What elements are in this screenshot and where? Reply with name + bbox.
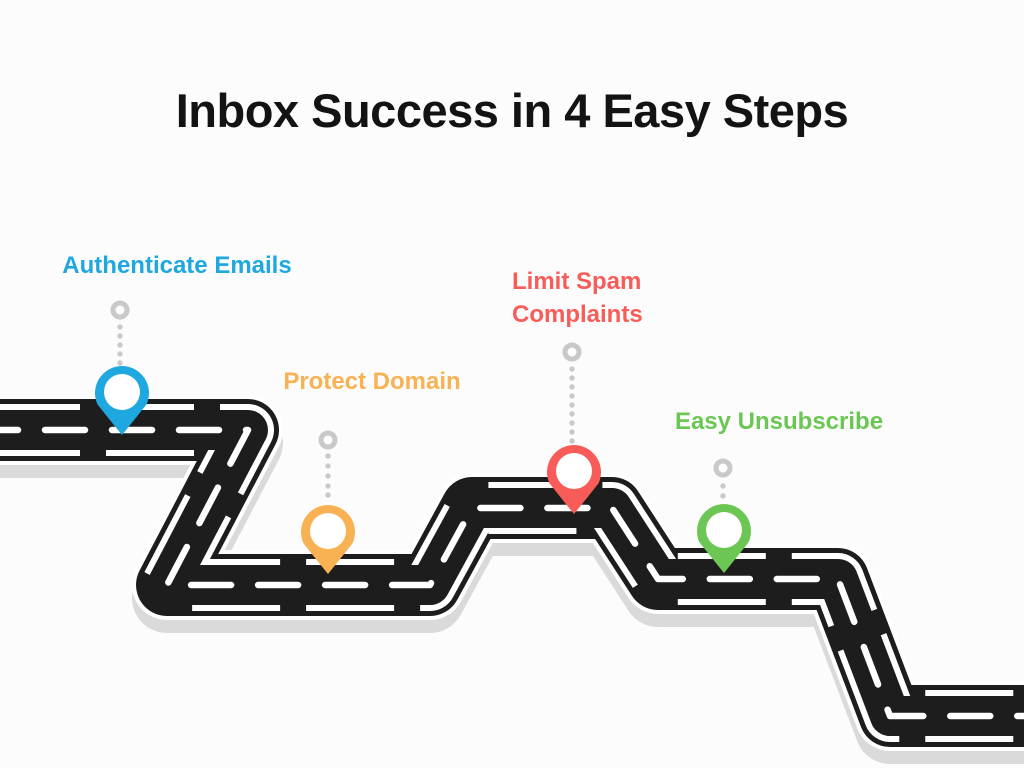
- pin-hole: [310, 513, 346, 549]
- dotted-connector: [720, 483, 726, 499]
- pin-hole: [706, 512, 742, 548]
- step-marker-protect-domain: [301, 430, 355, 574]
- dotted-connector: [325, 453, 331, 498]
- pin-hole: [104, 374, 140, 410]
- waypoint-ring-icon: [562, 342, 582, 362]
- step-marker-limit-spam-complaints: [547, 342, 601, 514]
- waypoint-ring-icon: [110, 300, 130, 320]
- waypoint-ring-icon: [318, 430, 338, 450]
- step-marker-easy-unsubscribe: [697, 458, 751, 573]
- waypoint-ring-icon: [713, 458, 733, 478]
- dotted-connector: [117, 324, 123, 366]
- step-label-limit-spam-complaints: Limit Spam Complaints: [512, 268, 643, 328]
- step-marker-authenticate-emails: [95, 300, 150, 435]
- dotted-connector: [569, 366, 575, 444]
- pin-hole: [556, 453, 592, 489]
- road-center-line: [0, 426, 1024, 720]
- step-label-authenticate-emails: Authenticate Emails: [62, 252, 292, 279]
- page-title: Inbox Success in 4 Easy Steps: [175, 84, 849, 137]
- step-label-easy-unsubscribe: Easy Unsubscribe: [674, 408, 884, 435]
- road: [0, 395, 1024, 764]
- step-label-protect-domain: Protect Domain: [283, 368, 461, 395]
